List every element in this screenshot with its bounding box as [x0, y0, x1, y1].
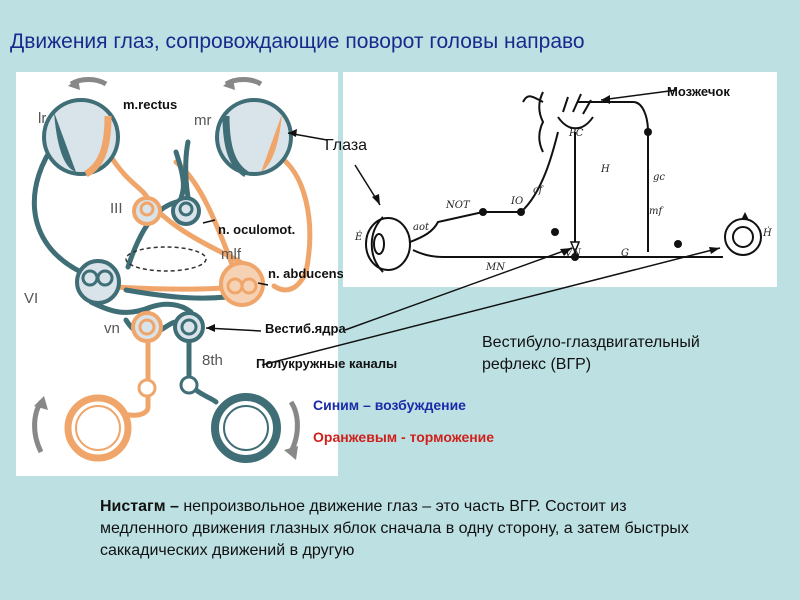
vor-schematic-panel: Мозжечок PC H gc cf mf IO NOT aot Ė MN V…: [343, 72, 777, 287]
io-label: IO: [511, 196, 524, 207]
circuit-diagram-panel: m.rectus lr mr III n. oculomot. mlf VI n…: [16, 72, 397, 476]
vn-left: [131, 311, 163, 343]
nystagmus-term: Нистагм –: [100, 498, 179, 515]
h-dot-label: Ḣ: [763, 228, 772, 239]
left-eye: [42, 98, 120, 178]
legend-excitation: Синим – возбуждение: [313, 397, 466, 413]
g-label: G: [621, 248, 629, 259]
right-eye: [215, 98, 293, 177]
nystagmus-text: непроизвольное движение глаз – это часть…: [100, 498, 689, 560]
h-label: H: [601, 164, 610, 175]
left-semicircular-canal: [64, 394, 132, 462]
vn-schematic-label: VN: [565, 248, 581, 259]
mn-label: MN: [486, 262, 505, 273]
mlf-label: mlf: [221, 246, 241, 263]
e-dot-label: Ė: [355, 232, 363, 243]
nucleus-vi-label: VI: [24, 290, 39, 307]
eighth-nerve-label: 8th: [202, 352, 223, 369]
vn-right: [173, 311, 205, 343]
lr-label: lr: [38, 110, 47, 127]
mr-label: mr: [194, 112, 212, 129]
nucleus-iii-left: [132, 196, 162, 226]
page-title: Движения глаз, сопровождающие поворот го…: [10, 30, 585, 53]
right-semicircular-canal: [211, 393, 281, 463]
nucleus-iii-label: III: [110, 200, 123, 217]
legend-inhibition: Оранжевым - торможение: [313, 429, 495, 445]
vn-label: vn: [104, 320, 120, 337]
cerebellum-label: Мозжечок: [667, 84, 730, 99]
semicircular-canals-label: Полукружные каналы: [256, 356, 398, 371]
vor-schematic: [365, 91, 762, 273]
m-rectus-label: m.rectus: [123, 97, 178, 112]
vestib-nuclei-label: Вестиб.ядра: [265, 321, 346, 336]
not-label: NOT: [446, 200, 470, 211]
nucleus-vi-left: [75, 259, 121, 305]
aot-label: aot: [413, 222, 430, 233]
gc-label: gc: [653, 172, 666, 183]
nucleus-iii-right: [171, 196, 201, 226]
circuit-diagram: [31, 77, 313, 463]
vor-reflex-label: Вестибуло-глаздвигательный рефлекс (ВГР): [482, 334, 700, 373]
nystagmus-definition: Нистагм – непроизвольное движение глаз –…: [100, 496, 700, 562]
mf-label: mf: [649, 206, 663, 217]
nucleus-vi-right: [219, 261, 265, 307]
n-oculomot-label: n. oculomot.: [218, 222, 296, 237]
pc-label: PC: [569, 128, 584, 139]
mlf-ellipse: [125, 246, 207, 272]
n-abducens-label: n. abducens: [268, 266, 344, 281]
cf-label: cf: [533, 185, 543, 196]
eyes-label: Глаза: [325, 137, 368, 154]
